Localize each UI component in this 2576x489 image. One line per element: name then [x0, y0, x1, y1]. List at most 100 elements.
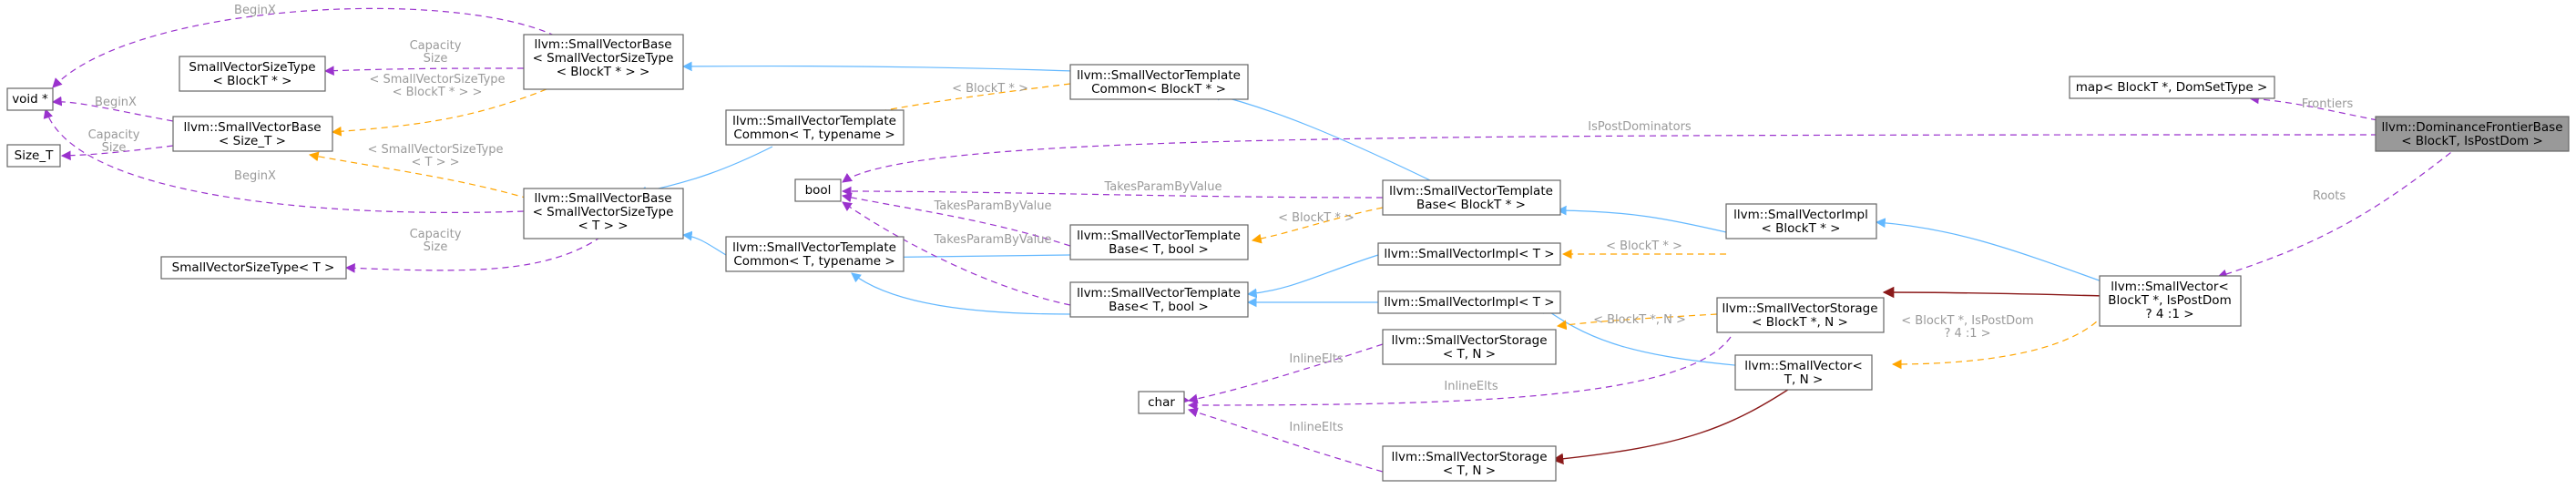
edge-label-blockt-tmpl-common: < BlockT * >	[952, 82, 1028, 96]
svg-text:llvm::SmallVectorBase< SmallVe: llvm::SmallVectorBase< SmallVectorSizeTy…	[533, 191, 674, 233]
node-svimpl-t-1[interactable]: llvm::SmallVectorImpl< T >	[1377, 242, 1561, 266]
node-size-t[interactable]: Size_T	[6, 144, 61, 168]
node-sizetype-t[interactable]: SmallVectorSizeType< T >	[160, 256, 347, 280]
svg-text:Size_T: Size_T	[15, 148, 54, 163]
svg-text:llvm::SmallVector<T, N >: llvm::SmallVector<T, N >	[1744, 359, 1863, 387]
node-sv-blockt[interactable]: llvm::SmallVector<BlockT *, IsPostDom? 4…	[2099, 275, 2242, 327]
svg-text:llvm::SmallVectorStorage< Bloc: llvm::SmallVectorStorage< BlockT *, N >	[1722, 301, 1877, 330]
edge-label-roots: Roots	[2313, 189, 2346, 203]
edge-inherit-svimpl-blockt-to-svtb-blockt	[1556, 205, 1727, 233]
edge-use-svb-blockt-to-void	[52, 7, 566, 88]
node-char[interactable]: char	[1138, 391, 1185, 414]
node-svstorage-t-n-2[interactable]: llvm::SmallVectorStorage< T, N >	[1382, 445, 1557, 482]
svg-text:llvm::SmallVectorBase< Size_T: llvm::SmallVectorBase< Size_T >	[183, 120, 321, 148]
edge-label-blockt-n-tmpl: < BlockT *, N >	[1593, 313, 1686, 327]
edge-inherit-svtc-typename-to-svb-t	[681, 230, 727, 256]
edge-use-svstorage-blockt-to-char	[1187, 336, 1732, 411]
edge-use-dfb-to-sv-blockt	[2216, 145, 2460, 280]
node-svimpl-t-2[interactable]: llvm::SmallVectorImpl< T >	[1377, 290, 1561, 314]
node-svb-t[interactable]: llvm::SmallVectorBase< SmallVectorSizeTy…	[523, 188, 684, 239]
edge-use-svtb-t-bool-2-to-bool	[842, 201, 1071, 306]
edge-label-inlineelts-3: InlineElts	[1289, 421, 1343, 434]
edge-label-inlineelts-1: InlineElts	[1289, 352, 1343, 366]
edge-inherit-sv-t-n-to-svimpl-t-2	[1538, 304, 1745, 367]
edge-label-frontiers: Frontiers	[2302, 97, 2354, 111]
edge-tmpl-svtb-blockt-to-svtb-t-bool-1	[1251, 207, 1384, 244]
edge-inherit-svimpl-t-1-to-svtb-t-bool-2	[1246, 254, 1379, 299]
edge-label-blockt-tmpl-impl: < BlockT * >	[1606, 239, 1682, 253]
edge-use-svstorage-t-n-2-to-char	[1187, 407, 1384, 473]
edge-label-sizetype-blockt-tmpl: < SmallVectorSizeType< BlockT * > >	[369, 73, 505, 99]
edge-use-svb-t-to-sizetype-t	[344, 236, 602, 273]
edge-use-svtb-t-bool-1-to-bool	[841, 192, 1071, 247]
node-map[interactable]: map< BlockT *, DomSetType >	[2069, 76, 2275, 99]
edge-tmpl-svb-t-to-svb-size-t	[308, 151, 529, 199]
edge-inherit-svtc-typename-top-to-svb-t	[636, 146, 773, 197]
edge-label-takesparam-3: TakesParamByValue	[933, 233, 1051, 247]
edge-label-blockt-ispostdom-tmpl: < BlockT *, IsPostDom? 4 :1 >	[1901, 314, 2033, 341]
svg-text:void *: void *	[12, 92, 48, 107]
edge-label-ispostdominators: IsPostDominators	[1588, 120, 1692, 134]
svg-text:llvm::SmallVectorStorage< T, N: llvm::SmallVectorStorage< T, N >	[1391, 450, 1547, 478]
edge-inherit-svtb-t-bool-2-to-svtc-typename	[851, 272, 1071, 315]
svg-text:char: char	[1148, 395, 1175, 410]
edge-use-svb-size-t-to-void	[51, 96, 174, 122]
edge-inherit-svtb-blockt-to-svtc-blockt	[1210, 91, 1431, 181]
edge-tmpl-svstorage-blockt-to-svstorage-t-n-1	[1556, 313, 1718, 331]
edge-label-beginx-low: BeginX	[234, 169, 276, 183]
svg-text:llvm::SmallVectorStorage< T, N: llvm::SmallVectorStorage< T, N >	[1391, 333, 1547, 362]
node-svb-blockt[interactable]: llvm::SmallVectorBase< SmallVectorSizeTy…	[523, 34, 684, 90]
svg-text:SmallVectorSizeType< BlockT *: SmallVectorSizeType< BlockT * >	[189, 60, 315, 88]
svg-text:llvm::SmallVectorBase< SmallVe: llvm::SmallVectorBase< SmallVectorSizeTy…	[533, 37, 674, 79]
edge-tmpl-svb-blockt-to-svb-size-t	[331, 88, 547, 137]
edge-use-svtb-blockt-to-bool	[841, 186, 1384, 199]
node-svstorage-t-n-1[interactable]: llvm::SmallVectorStorage< T, N >	[1382, 329, 1557, 365]
edge-priv-sv-t-n-to-svstorage-t-n-2	[1551, 382, 1800, 465]
node-bool[interactable]: bool	[794, 178, 842, 202]
edge-label-sizetype-t-tmpl: < SmallVectorSizeType< T > >	[367, 143, 503, 169]
svg-text:llvm::SmallVectorImpl< BlockT: llvm::SmallVectorImpl< BlockT * >	[1733, 208, 1868, 236]
edge-use-dfb-to-map	[2248, 94, 2378, 121]
node-svb-size-t[interactable]: llvm::SmallVectorBase< Size_T >	[172, 116, 333, 152]
svg-text:llvm::SmallVectorImpl< T >: llvm::SmallVectorImpl< T >	[1384, 295, 1554, 310]
svg-text:SmallVectorSizeType< T >: SmallVectorSizeType< T >	[172, 260, 335, 275]
svg-text:llvm::SmallVector<BlockT *, Is: llvm::SmallVector<BlockT *, IsPostDom? 4…	[2108, 280, 2231, 321]
node-sv-t-n[interactable]: llvm::SmallVector<T, N >	[1734, 354, 1873, 391]
edge-label-beginx-top: BeginX	[234, 4, 276, 17]
nodes: void * Size_T SmallVectorSizeType< Block…	[6, 34, 2570, 482]
edge-label-takesparam-1: TakesParamByValue	[1103, 180, 1222, 194]
node-sizetype-blockt[interactable]: SmallVectorSizeType< BlockT * >	[179, 56, 326, 92]
edges	[43, 7, 2460, 473]
node-svimpl-blockt[interactable]: llvm::SmallVectorImpl< BlockT * >	[1725, 203, 1877, 239]
edge-use-dfb-to-bool	[842, 134, 2378, 183]
node-svstorage-blockt[interactable]: llvm::SmallVectorStorage< BlockT *, N >	[1716, 297, 1885, 333]
node-dominance-frontier-base[interactable]: llvm::DominanceFrontierBase< BlockT, IsP…	[2375, 116, 2570, 152]
edge-use-svb-blockt-to-sizetype-blockt	[323, 66, 525, 76]
svg-text:map< BlockT *, DomSetType >: map< BlockT *, DomSetType >	[2076, 80, 2268, 95]
svg-text:llvm::SmallVectorImpl< T >: llvm::SmallVectorImpl< T >	[1384, 247, 1554, 261]
edge-label-beginx-mid: BeginX	[95, 96, 137, 109]
edge-inherit-sv-blockt-to-svimpl-blockt	[1875, 218, 2105, 283]
edge-use-svb-size-t-to-size-t	[60, 145, 174, 161]
edge-label-inlineelts-2: InlineElts	[1444, 380, 1498, 393]
edge-inherit-svb-blockt-to-svtc-blockt	[681, 61, 1076, 72]
edge-label-takesparam-2: TakesParamByValue	[933, 199, 1051, 213]
edge-use-svb-t-to-void	[43, 107, 525, 213]
node-void-ptr[interactable]: void *	[6, 87, 54, 111]
